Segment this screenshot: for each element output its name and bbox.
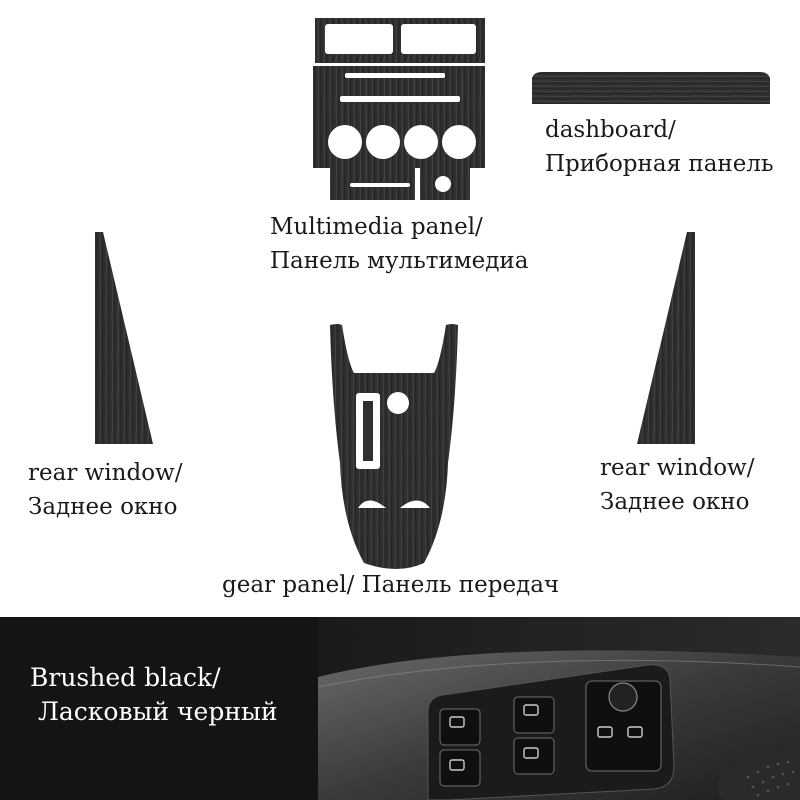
rear-window-left-label: rear window/ Заднее окно (28, 456, 183, 524)
gear-panel-label: gear panel/ Панель передач (222, 568, 559, 602)
gear-panel-piece (330, 324, 458, 569)
rear-window-right-label: rear window/ Заднее окно (600, 451, 755, 519)
dashboard-label-ru: Приборная панель (545, 151, 774, 177)
rear-window-right-piece (637, 232, 695, 444)
bottom-banner: Brushed black/ Ласковый черный (0, 617, 800, 800)
rear-window-right-label-en: rear window/ (600, 455, 755, 481)
rear-window-right-label-ru: Заднее окно (600, 489, 750, 515)
dashboard-label: dashboard/ Приборная панель (545, 113, 774, 181)
door-panel-photo (318, 617, 800, 800)
multimedia-label-en: Multimedia panel/ (270, 214, 483, 240)
multimedia-label-ru: Панель мультимедиа (270, 248, 529, 274)
multimedia-panel-label: Multimedia panel/ Панель мультимедиа (270, 210, 528, 278)
finish-name: Brushed black/ Ласковый черный (30, 661, 278, 729)
rear-window-left-label-en: rear window/ (28, 460, 183, 486)
dashboard-label-en: dashboard/ (545, 117, 676, 143)
rear-window-left-piece (95, 232, 153, 444)
finish-name-ru: Ласковый черный (38, 697, 278, 726)
finish-name-en: Brushed black/ (30, 663, 221, 692)
rear-window-left-label-ru: Заднее окно (28, 494, 178, 520)
dashboard-piece (532, 72, 770, 104)
gear-label-text: gear panel/ Панель передач (222, 572, 560, 598)
multimedia-panel-piece (313, 18, 485, 200)
